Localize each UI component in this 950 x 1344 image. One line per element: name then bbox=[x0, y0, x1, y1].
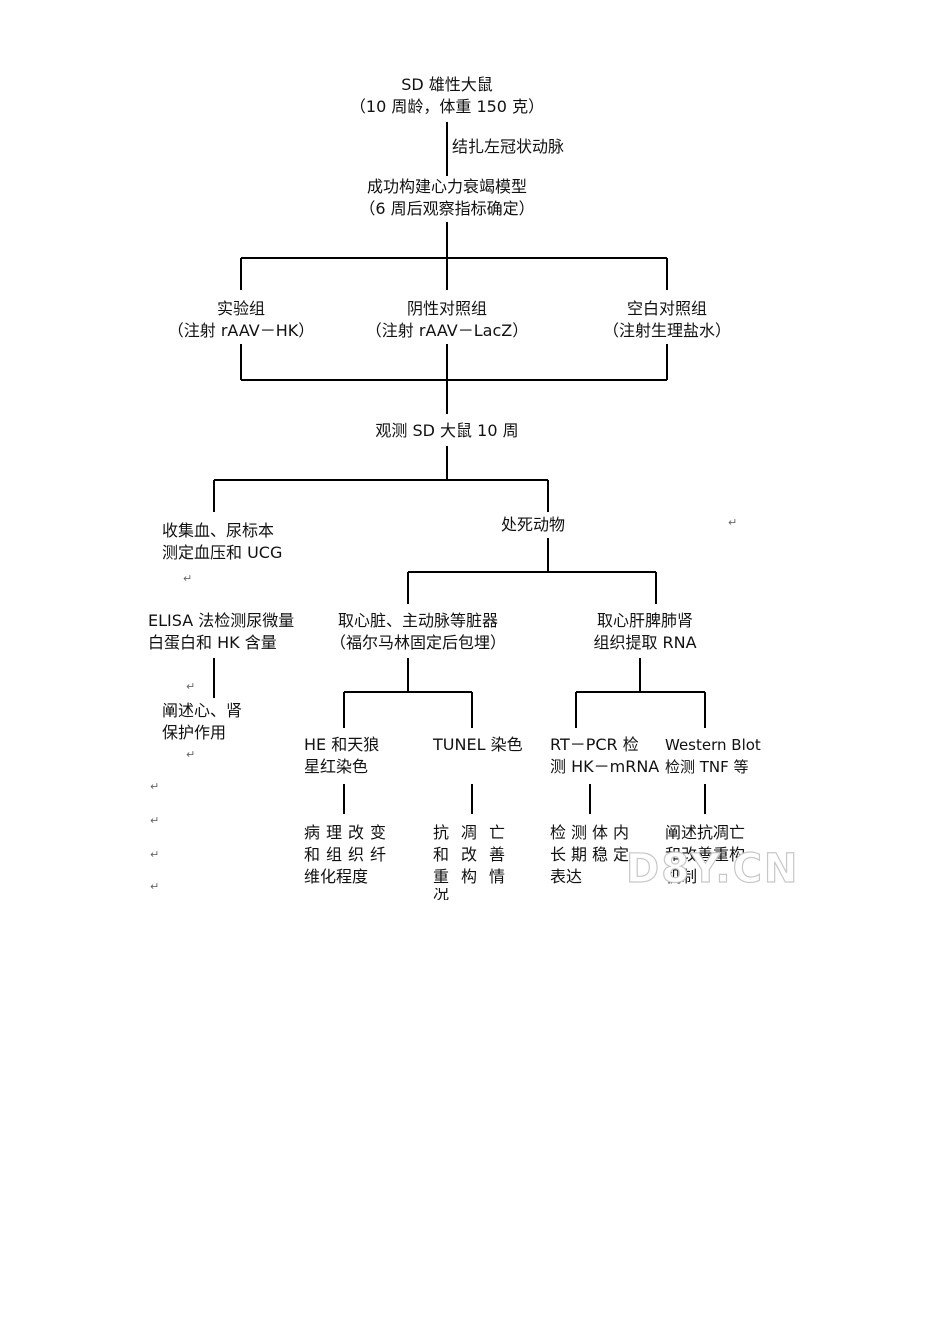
pathology-line1: 病理改变 bbox=[304, 823, 393, 842]
watermark-logo: D8Y.CN bbox=[625, 845, 800, 892]
node-he: HE 和天狼 星红染色 bbox=[304, 734, 379, 778]
blank-line1: 空白对照组 bbox=[626, 299, 707, 318]
paragraph-mark: ↵ bbox=[150, 848, 160, 861]
he-line1: HE 和天狼 bbox=[304, 735, 380, 754]
paragraph-mark: ↵ bbox=[150, 880, 160, 893]
rtpcr-line2: 测 HK－mRNA bbox=[550, 757, 660, 776]
node-collect: 收集血、尿标本 测定血压和 UCG bbox=[162, 520, 282, 564]
paragraph-mark: ↵ bbox=[186, 680, 196, 693]
paragraph-mark: ↵ bbox=[150, 814, 160, 827]
expression-line1: 检测体内 bbox=[550, 823, 635, 842]
organs-line2: 组织提取 RNA bbox=[593, 633, 697, 652]
mechanism-line2: 和改善重构 bbox=[665, 845, 746, 864]
node-expression: 检测体内 长期稳定 表达 bbox=[550, 822, 634, 888]
node-apoptosis: 抗凋亡 和改善 重构情 况 bbox=[433, 822, 517, 900]
node-heart: 取心脏、主动脉等脏器 （福尔马林固定后包埋） bbox=[318, 610, 518, 654]
node-observe: 观测 SD 大鼠 10 周 bbox=[367, 420, 527, 442]
node-mechanism: 阐述抗凋亡 和改善重构 机制 bbox=[665, 822, 745, 888]
western-line1: Western Blot bbox=[665, 736, 761, 754]
he-line2: 星红染色 bbox=[304, 757, 369, 776]
root-line1: SD 雄性大鼠 bbox=[401, 75, 493, 94]
protect-line1: 阐述心、肾 bbox=[162, 701, 243, 720]
node-sacrifice: 处死动物 bbox=[478, 514, 588, 536]
mechanism-line1: 阐述抗凋亡 bbox=[665, 823, 746, 842]
node-rtpcr: RT－PCR 检 测 HK－mRNA bbox=[550, 734, 659, 778]
observe-line1: 观测 SD 大鼠 10 周 bbox=[375, 421, 519, 440]
node-blank: 空白对照组 （注射生理盐水） bbox=[577, 298, 757, 342]
paragraph-mark: ↵ bbox=[728, 516, 738, 529]
heart-line1: 取心脏、主动脉等脏器 bbox=[337, 611, 498, 630]
model-line1: 成功构建心力衰竭模型 bbox=[366, 177, 527, 196]
tunel-line1: TUNEL 染色 bbox=[433, 735, 523, 754]
ligation-line1: 结扎左冠状动脉 bbox=[452, 137, 565, 156]
apoptosis-line2: 和改善 bbox=[433, 845, 518, 864]
expression-line2: 长期稳定 bbox=[550, 845, 635, 864]
root-line2: （10 周龄，体重 150 克） bbox=[349, 97, 545, 116]
mechanism-line3: 机制 bbox=[665, 867, 698, 886]
protect-line2: 保护作用 bbox=[162, 723, 227, 742]
apoptosis-line3: 重构情 bbox=[433, 867, 518, 886]
node-model: 成功构建心力衰竭模型 （6 周后观察指标确定） bbox=[337, 176, 557, 220]
apoptosis-line4: 况 bbox=[433, 888, 462, 900]
elisa-line2: 白蛋白和 HK 含量 bbox=[148, 633, 277, 652]
organs-line1: 取心肝脾肺肾 bbox=[596, 611, 693, 630]
node-organs: 取心肝脾肺肾 组织提取 RNA bbox=[570, 610, 720, 654]
paragraph-mark: ↵ bbox=[186, 748, 196, 761]
pathology-line3: 维化程度 bbox=[304, 867, 369, 886]
node-root: SD 雄性大鼠 （10 周龄，体重 150 克） bbox=[347, 74, 547, 118]
node-experimental: 实验组 （注射 rAAV－HK） bbox=[146, 298, 336, 342]
node-pathology: 病理改变 和组织纤 维化程度 bbox=[304, 822, 392, 888]
collect-line2: 测定血压和 UCG bbox=[162, 543, 283, 562]
western-line2: 检测 TNF 等 bbox=[665, 758, 749, 776]
node-western: Western Blot 检测 TNF 等 bbox=[665, 734, 761, 778]
node-elisa: ELISA 法检测尿微量 白蛋白和 HK 含量 bbox=[148, 610, 294, 654]
node-ligation: 结扎左冠状动脉 bbox=[452, 136, 564, 158]
elisa-line1: ELISA 法检测尿微量 bbox=[148, 611, 295, 630]
experimental-line1: 实验组 bbox=[216, 299, 265, 318]
paragraph-mark: ↵ bbox=[150, 780, 160, 793]
apoptosis-line1: 抗凋亡 bbox=[433, 823, 518, 842]
collect-line1: 收集血、尿标本 bbox=[162, 521, 275, 540]
node-negative: 阴性对照组 （注射 rAAV－LacZ） bbox=[342, 298, 552, 342]
expression-line3: 表达 bbox=[550, 867, 583, 886]
experimental-line2: （注射 rAAV－HK） bbox=[167, 321, 315, 340]
heart-line2: （福尔马林固定后包埋） bbox=[329, 633, 506, 652]
pathology-line2: 和组织纤 bbox=[304, 845, 393, 864]
negative-line1: 阴性对照组 bbox=[406, 299, 487, 318]
node-protect: 阐述心、肾 保护作用 bbox=[162, 700, 242, 744]
sacrifice-line1: 处死动物 bbox=[500, 515, 565, 534]
model-line2: （6 周后观察指标确定） bbox=[359, 199, 535, 218]
paragraph-mark: ↵ bbox=[183, 572, 193, 585]
blank-line2: （注射生理盐水） bbox=[602, 321, 731, 340]
node-tunel: TUNEL 染色 bbox=[433, 734, 523, 756]
negative-line2: （注射 rAAV－LacZ） bbox=[365, 321, 529, 340]
rtpcr-line1: RT－PCR 检 bbox=[550, 735, 639, 754]
